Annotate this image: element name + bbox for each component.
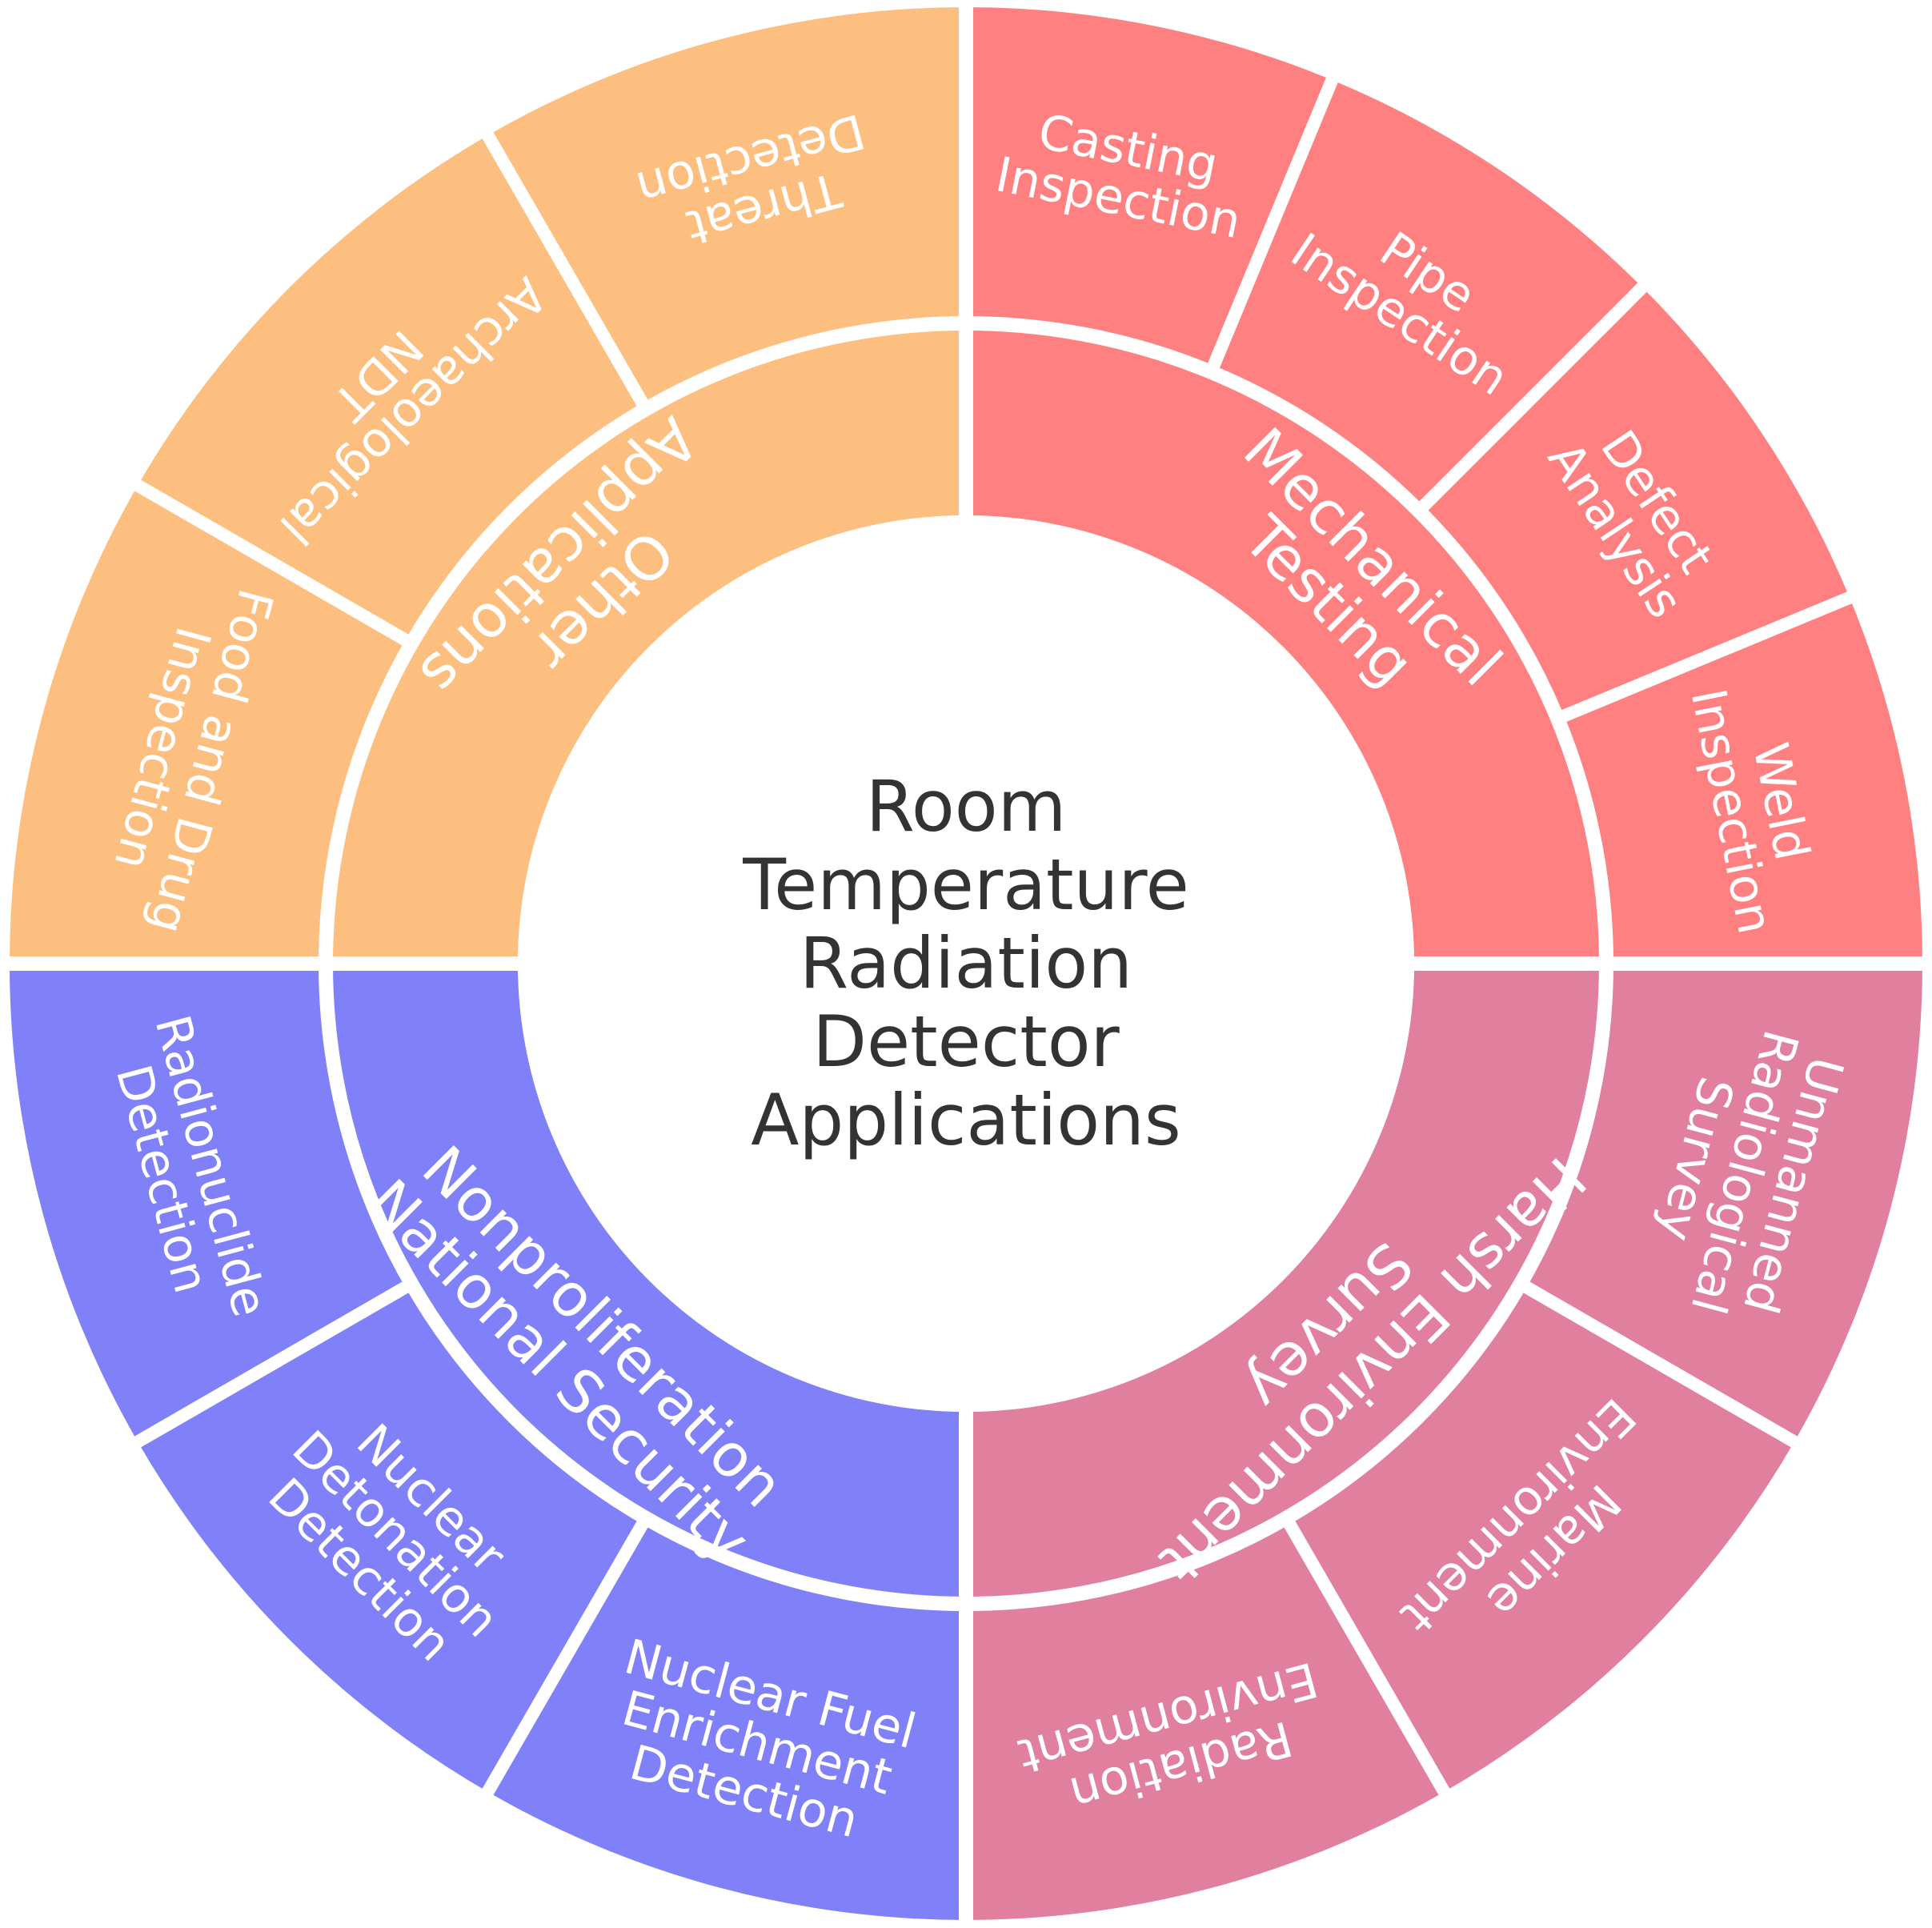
center-title-line: Detector — [812, 1000, 1120, 1083]
application-radionuclide-detection-segment — [9, 964, 412, 1442]
segment-separator — [1413, 280, 1649, 516]
segment-separator — [1554, 590, 1855, 725]
application-casting-inspection-segment — [966, 7, 1333, 372]
segment-separator — [131, 1277, 416, 1449]
application-threat-detection-segment — [487, 7, 966, 410]
application-unmanned-radiological-survey-segment — [1520, 964, 1922, 1442]
center-circle — [518, 515, 1414, 1412]
application-marine-environment-segment — [1286, 1284, 1794, 1792]
category-other-applications-segment — [326, 323, 966, 964]
segment-separator — [131, 478, 416, 650]
segment-separator — [1516, 1277, 1801, 1449]
category-nonproliferation-national-security-segment — [326, 964, 966, 1604]
center-title-line: Room — [866, 765, 1067, 848]
application-nuclear-detonation-detection-segment — [138, 1284, 647, 1792]
application-nuclear-fuel-enrichment-detection-segment — [487, 1517, 966, 1920]
center-title-line: Radiation — [800, 922, 1132, 1004]
segment-separator — [1204, 74, 1340, 375]
center-title-line: Temperature — [742, 844, 1188, 926]
application-archaeological-ndt-segment — [138, 135, 647, 644]
segments-layer — [6, 3, 1926, 1924]
application-radiation-environment-segment — [966, 1517, 1445, 1920]
segment-separator — [1280, 1513, 1452, 1798]
category-mechanical-testing-segment — [966, 323, 1606, 964]
segment-separator — [480, 1513, 652, 1798]
category-harsh-environment-survey-segment — [966, 964, 1606, 1604]
application-defect-analysis-segment — [1418, 287, 1850, 719]
application-food-and-drug-inspection-segment — [10, 485, 412, 964]
center-title-line: Applications — [751, 1079, 1181, 1161]
application-weld-inspection-segment — [1557, 597, 1922, 964]
application-pipe-inspection-segment — [1211, 79, 1642, 511]
segment-separator — [480, 129, 652, 414]
